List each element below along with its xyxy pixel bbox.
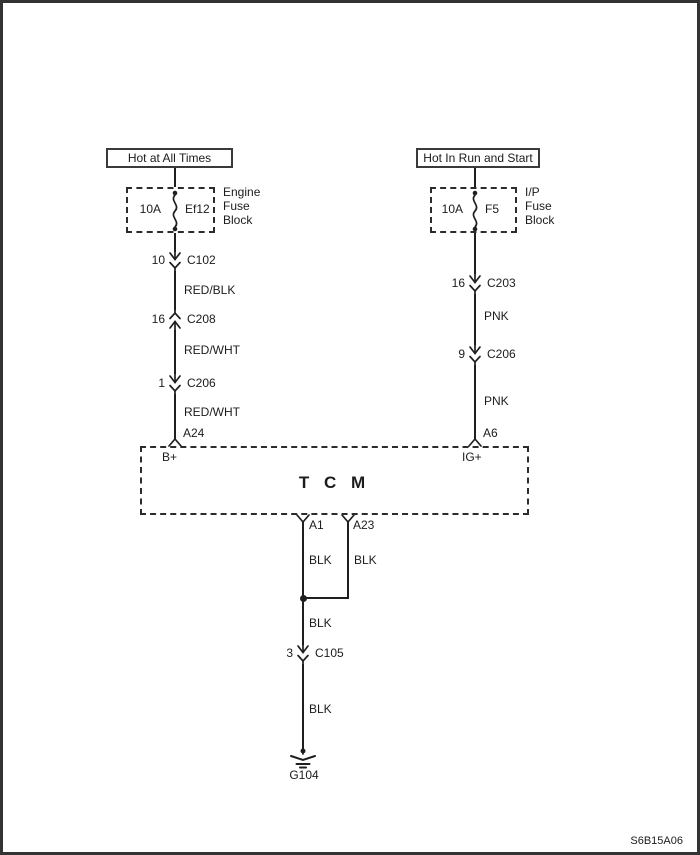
fuse-block-name-line: Fuse <box>223 199 250 213</box>
wire-color-label: PNK <box>484 309 509 323</box>
diagram-code: S6B15A06 <box>630 835 683 847</box>
wire-segment <box>174 168 176 187</box>
fuse-block-name-line: Fuse <box>525 199 552 213</box>
wire-color-label: BLK <box>309 553 332 567</box>
inline-connector-icon <box>169 250 181 272</box>
fuse-id: Ef12 <box>185 202 210 216</box>
fuse-id: F5 <box>485 202 500 216</box>
connector-name: C206 <box>187 376 216 390</box>
tcm-module-label: T C M <box>298 473 371 492</box>
fuse-block-name-line: I/P <box>525 185 540 199</box>
wire-color-label: RED/WHT <box>184 405 240 419</box>
inline-connector-icon <box>297 643 309 665</box>
fuse-icon <box>172 190 178 232</box>
fuse-block-name-line: Engine <box>223 185 261 199</box>
connector-pin: 16 <box>451 276 465 290</box>
ground-id-label: G104 <box>289 768 319 782</box>
wire-segment <box>302 599 304 645</box>
fuse-icon <box>472 190 478 232</box>
pin-terminal-icon <box>468 437 482 447</box>
wire-segment <box>174 233 176 252</box>
wire-segment <box>302 522 304 599</box>
inline-connector-icon <box>469 344 481 366</box>
power-source-label: Hot at All Times <box>127 151 212 165</box>
tcm-pin-label: A23 <box>353 518 375 532</box>
splice-junction-dot <box>300 595 307 602</box>
connector-name: C102 <box>187 253 216 267</box>
connector-pin: 1 <box>158 376 165 390</box>
wire-segment <box>474 168 476 187</box>
tcm-terminal-label: IG+ <box>462 450 482 464</box>
wire-segment <box>474 294 476 345</box>
tcm-pin-label: A6 <box>483 426 498 440</box>
connector-pin: 9 <box>458 347 465 361</box>
connector-name: C203 <box>487 276 516 290</box>
wire-segment <box>174 394 176 439</box>
wire-segment <box>174 271 176 310</box>
wire-segment <box>174 330 176 374</box>
wire-segment <box>474 365 476 439</box>
connector-pin: 3 <box>286 646 293 660</box>
power-source-label: Hot In Run and Start <box>423 151 533 165</box>
connector-name: C105 <box>315 646 344 660</box>
wire-color-label: PNK <box>484 394 509 408</box>
pin-terminal-icon <box>168 437 182 447</box>
tcm-module-box: T C M <box>140 446 529 515</box>
wire-color-label: BLK <box>309 616 332 630</box>
wire-segment <box>302 664 304 750</box>
tcm-pin-label: A1 <box>309 518 324 532</box>
fuse-block-name-line: Block <box>223 213 253 227</box>
inline-connector-icon <box>169 373 181 395</box>
fuse-block-name-line: Block <box>525 213 555 227</box>
connector-name: C208 <box>187 312 216 326</box>
connector-pin: 16 <box>151 312 165 326</box>
connector-name: C206 <box>487 347 516 361</box>
wire-segment <box>347 522 349 599</box>
wire-color-label: BLK <box>309 702 332 716</box>
fuse-rating: 10A <box>139 202 161 216</box>
tcm-pin-label: A24 <box>183 426 205 440</box>
wire-color-label: BLK <box>354 553 377 567</box>
ip-fuse-block-box <box>430 187 517 233</box>
wire-color-label: RED/BLK <box>184 283 236 297</box>
tcm-terminal-label: B+ <box>162 450 178 464</box>
wire-segment <box>474 233 476 274</box>
inline-connector-icon <box>169 309 181 331</box>
fuse-rating: 10A <box>441 202 463 216</box>
wire-segment <box>302 597 349 599</box>
connector-pin: 10 <box>151 253 165 267</box>
wire-color-label: RED/WHT <box>184 343 240 357</box>
inline-connector-icon <box>469 273 481 295</box>
ground-icon <box>290 747 316 769</box>
power-source-hot-in-run-and-start: Hot In Run and Start <box>416 148 540 168</box>
power-source-hot-at-all-times: Hot at All Times <box>106 148 233 168</box>
engine-fuse-block-box <box>126 187 215 233</box>
